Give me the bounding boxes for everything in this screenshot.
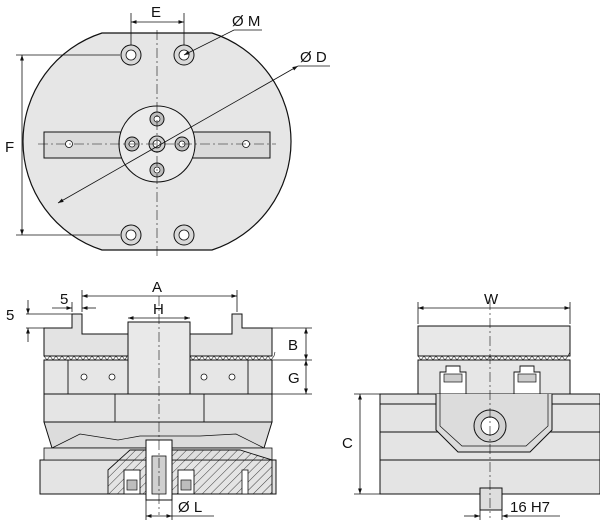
dim-D: Ø D	[300, 49, 327, 66]
right-jaw	[189, 313, 273, 357]
dim-M: Ø M	[232, 13, 260, 30]
dim-G: G	[288, 370, 300, 387]
dim-C: C	[342, 435, 353, 452]
top-view: E Ø M Ø D F	[5, 4, 330, 256]
dim-5-vertical: 5	[6, 307, 14, 324]
dim-A: A	[152, 279, 162, 296]
dim-B: B	[288, 337, 298, 354]
front-view: A 5 5 H B G Ø L	[6, 279, 312, 520]
locating-key	[479, 487, 503, 511]
side-view: W C 16 H7	[342, 291, 600, 520]
dim-L: Ø L	[178, 499, 202, 516]
dim-F: F	[5, 139, 14, 156]
dim-E: E	[151, 4, 161, 21]
left-jaw	[43, 313, 129, 357]
dim-W: W	[484, 291, 499, 308]
dim-16H7: 16 H7	[510, 499, 550, 516]
dim-H: H	[153, 301, 164, 318]
base-body	[43, 393, 273, 423]
serrations	[43, 351, 276, 361]
dim-5-horizontal: 5	[60, 291, 68, 308]
